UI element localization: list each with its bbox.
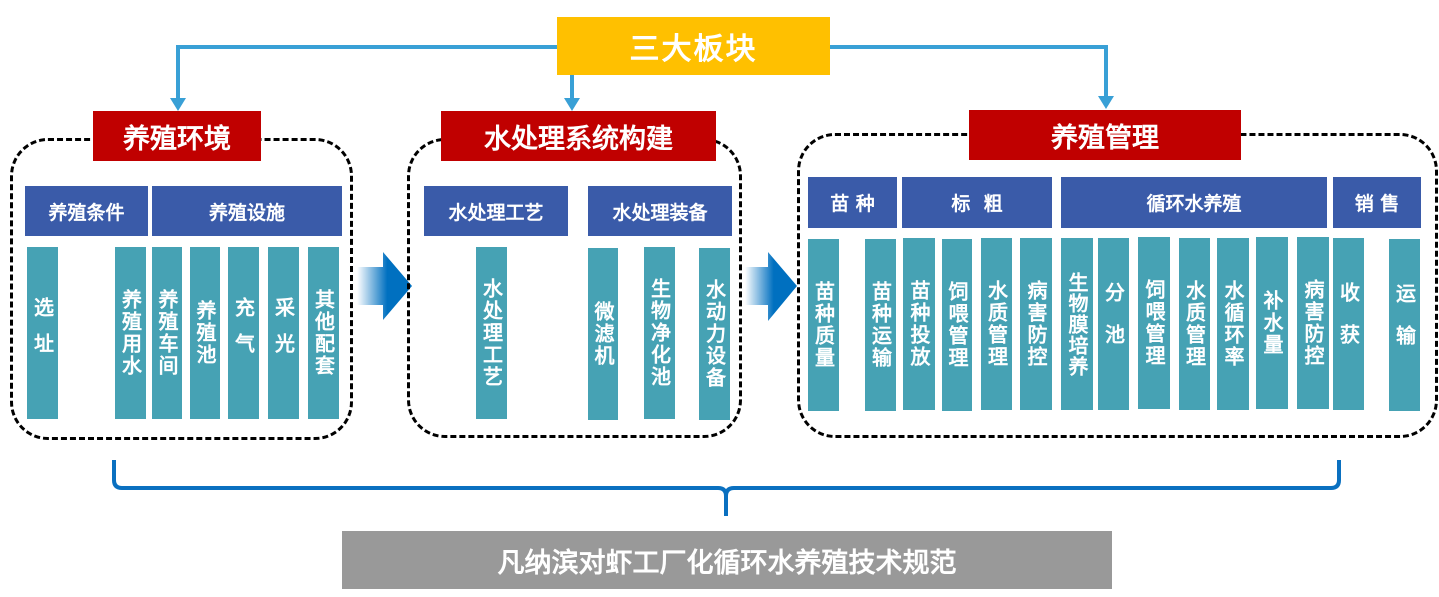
item-column: 养殖用水 <box>115 247 146 419</box>
item-column: 病害防控 <box>1297 237 1329 409</box>
item-column: 苗种投放 <box>903 238 935 410</box>
group-label: 标 粗 <box>951 193 1003 215</box>
group-label: 循环水养殖 <box>1146 193 1242 215</box>
item-column: 运输 <box>1389 239 1420 411</box>
item-column: 苗种质量 <box>808 239 839 411</box>
item-label: 养殖池 <box>193 300 217 366</box>
top-banner-label: 三大板块 <box>629 32 758 67</box>
section-title: 养殖环境 <box>123 123 231 155</box>
section-header-water-treatment: 水处理系统构建 <box>441 111 716 161</box>
footer-banner: 凡纳滨对虾工厂化循环水养殖技术规范 <box>342 531 1112 589</box>
item-label: 分池 <box>1101 282 1126 366</box>
item-column: 水动力设备 <box>699 248 730 420</box>
item-label: 养殖车间 <box>155 289 179 377</box>
item-label: 采光 <box>271 297 296 369</box>
section-title: 养殖管理 <box>1051 122 1159 154</box>
group-header: 养殖条件 <box>25 186 148 236</box>
section-title: 水处理系统构建 <box>484 123 673 155</box>
group-label: 销 售 <box>1354 193 1400 215</box>
connector-right <box>830 45 1108 98</box>
item-label: 饲喂管理 <box>1142 279 1166 367</box>
arrowhead-middle-icon <box>564 98 580 111</box>
group-header: 养殖设施 <box>152 186 342 236</box>
item-label: 水处理工艺 <box>479 278 504 388</box>
item-label: 运输 <box>1392 283 1417 367</box>
item-label: 饲喂管理 <box>945 281 969 369</box>
item-column: 病害防控 <box>1020 238 1052 410</box>
item-column: 水处理工艺 <box>476 247 507 419</box>
item-column: 水循环率 <box>1217 238 1249 410</box>
item-column: 饲喂管理 <box>1138 237 1170 409</box>
group-label: 苗 种 <box>830 193 875 215</box>
item-column: 苗种运输 <box>865 239 896 411</box>
top-banner: 三大板块 <box>557 17 830 75</box>
group-label: 水处理装备 <box>612 201 708 224</box>
group-header: 销 售 <box>1333 177 1421 228</box>
item-label: 病害防控 <box>1301 279 1325 367</box>
item-label: 苗种质量 <box>811 281 836 369</box>
group-header: 苗 种 <box>808 177 897 228</box>
item-label: 其他配套 <box>311 289 336 377</box>
item-label: 养殖用水 <box>118 289 143 377</box>
group-header: 循环水养殖 <box>1061 177 1327 228</box>
item-column: 微滤机 <box>588 248 618 420</box>
item-label: 水质管理 <box>1182 280 1207 368</box>
section-box-water-treatment <box>407 138 742 438</box>
flow-arrow-1-icon <box>357 252 412 320</box>
item-column: 充气 <box>228 247 259 419</box>
flow-arrow-2-icon <box>745 252 797 321</box>
item-column: 选址 <box>27 247 58 419</box>
section-header-breeding-management: 养殖管理 <box>969 110 1241 160</box>
group-header: 水处理工艺 <box>424 186 568 236</box>
item-column: 水质管理 <box>1179 238 1210 410</box>
item-label: 生物净化池 <box>647 278 672 388</box>
connector-lines <box>176 45 1108 100</box>
item-column: 养殖池 <box>190 247 220 419</box>
item-label: 苗种投放 <box>907 280 931 368</box>
item-column: 水质管理 <box>981 238 1012 410</box>
footer-label: 凡纳滨对虾工厂化循环水养殖技术规范 <box>497 547 957 579</box>
item-label: 补水量 <box>1260 290 1284 356</box>
item-label: 水循环率 <box>1221 280 1245 368</box>
item-column: 采光 <box>268 247 299 419</box>
item-column: 收获 <box>1333 238 1364 410</box>
group-label: 养殖设施 <box>208 201 285 224</box>
item-label: 水质管理 <box>984 280 1009 368</box>
item-column: 养殖车间 <box>152 247 182 419</box>
item-label: 充气 <box>231 297 256 369</box>
item-label: 病害防控 <box>1024 280 1048 368</box>
item-label: 收获 <box>1336 282 1361 366</box>
group-header: 标 粗 <box>902 177 1052 228</box>
item-column: 其他配套 <box>308 247 339 419</box>
brace-icon <box>112 460 1341 516</box>
arrowhead-right-icon <box>1098 96 1114 109</box>
item-label: 选址 <box>30 297 55 369</box>
section-header-breeding-environment: 养殖环境 <box>93 111 261 161</box>
item-column: 生物净化池 <box>644 247 675 419</box>
item-label: 水动力设备 <box>702 279 727 389</box>
group-label: 养殖条件 <box>48 201 125 224</box>
item-label: 苗种运输 <box>868 281 893 369</box>
group-label: 水处理工艺 <box>448 201 544 224</box>
item-label: 生物膜培养 <box>1065 271 1089 377</box>
item-column: 生物膜培养 <box>1061 238 1093 410</box>
item-column: 饲喂管理 <box>942 239 972 411</box>
arrowhead-left-icon <box>170 98 186 111</box>
item-column: 补水量 <box>1256 237 1288 409</box>
group-header: 水处理装备 <box>588 186 732 236</box>
item-label: 微滤机 <box>591 301 615 367</box>
connector-left <box>176 45 558 100</box>
item-column: 分池 <box>1098 238 1129 410</box>
